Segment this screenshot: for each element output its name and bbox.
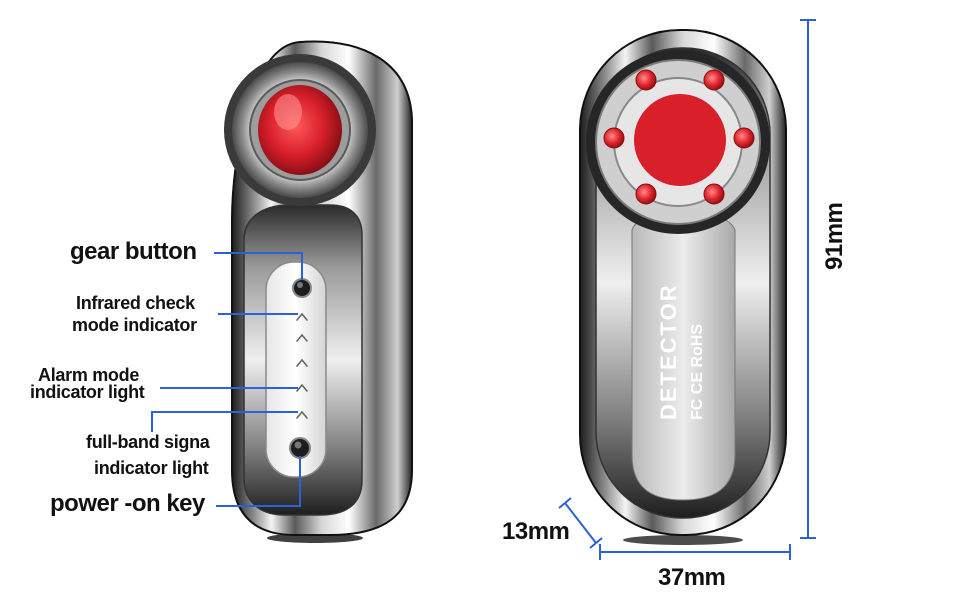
depth-dimension-line xyxy=(564,502,597,544)
shadow xyxy=(623,535,743,545)
callout-power xyxy=(216,456,301,507)
chevron-up-icon xyxy=(296,333,308,342)
fullband-label-line1: full-band signa xyxy=(86,432,210,452)
infrared-label-line1: Infrared check xyxy=(76,293,195,313)
red-led xyxy=(733,127,755,149)
red-led xyxy=(703,183,725,205)
certification-marks: FC CE RoHS xyxy=(689,324,706,420)
chevron-up-icon xyxy=(296,383,308,392)
width-label: 37mm xyxy=(658,564,726,591)
device-label: DETECTOR FC CE RoHS xyxy=(656,283,706,420)
alarm-label-line1: Alarm mode xyxy=(38,365,140,385)
chevron-indicator-icons xyxy=(296,312,308,419)
depth-label: 13mm xyxy=(502,518,570,545)
sensor-red-lens xyxy=(634,94,726,186)
callout-lines xyxy=(151,252,303,507)
power-button[interactable] xyxy=(289,437,311,459)
gear-button-label: gear button xyxy=(70,238,197,265)
power-key-label: power -on key xyxy=(50,490,205,517)
height-label: 91mm xyxy=(821,202,848,270)
gear-button[interactable] xyxy=(292,278,312,298)
led-ring xyxy=(603,69,755,205)
red-led xyxy=(635,183,657,205)
gear-button-highlight xyxy=(297,282,303,288)
lens-red xyxy=(258,85,342,175)
depth-dimension-cap xyxy=(589,537,603,549)
red-led xyxy=(635,69,657,91)
back-label-panel xyxy=(631,210,736,501)
lens-highlight xyxy=(274,94,302,130)
callout-fullband xyxy=(151,411,298,432)
infrared-label-line2: mode indicator xyxy=(72,315,197,335)
chevron-up-icon xyxy=(296,410,308,419)
chevron-up-icon xyxy=(296,358,308,367)
red-led xyxy=(703,69,725,91)
power-button-highlight xyxy=(294,441,302,449)
control-panel xyxy=(265,261,327,478)
device-name: DETECTOR xyxy=(656,283,681,420)
detector-back-view: DETECTOR FC CE RoHS xyxy=(579,29,787,545)
callout-gear xyxy=(214,252,303,280)
fullband-label-line2: indicator light xyxy=(94,458,209,478)
depth-dimension-cap xyxy=(558,497,572,509)
chevron-up-icon xyxy=(296,312,308,321)
red-led xyxy=(603,127,625,149)
alarm-label-line2: indicator light xyxy=(30,382,145,402)
dimension-lines xyxy=(558,19,816,560)
detector-front-view xyxy=(224,40,413,543)
